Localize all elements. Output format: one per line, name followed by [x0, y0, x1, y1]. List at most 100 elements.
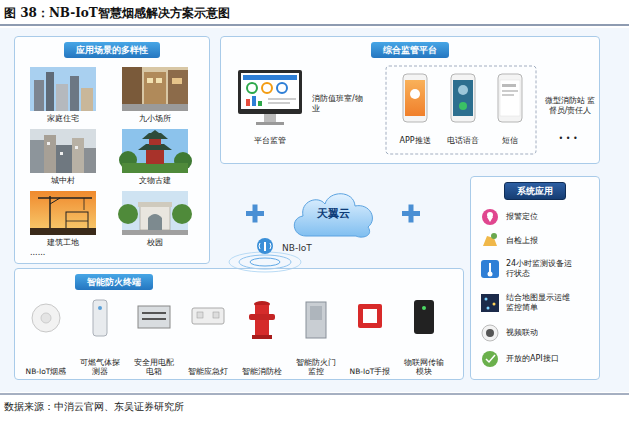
monitor-icon-part [258, 101, 262, 106]
photo-residence-part [56, 84, 68, 111]
phone-icons-part [403, 74, 427, 122]
panel-fill-part [14, 36, 210, 264]
scene-photo-tile: 九小场所 [116, 66, 194, 124]
node-label: 家庭住宅 [24, 113, 102, 124]
node-label: 物联网传输模块 [403, 358, 445, 376]
node-label: 建筑工地 [24, 237, 102, 248]
node-label: 智能消防栓 [241, 367, 283, 376]
node-label: 智能应急灯 [187, 367, 229, 376]
phone-icons-part [458, 85, 468, 95]
photo-residence-part [30, 67, 96, 111]
photo-shops-part [144, 72, 166, 104]
node-label: NB-IoT手报 [349, 367, 391, 376]
nbiot-antenna-part [259, 243, 271, 249]
monitor-icon-part [268, 98, 296, 100]
terminal-icons-part [142, 318, 166, 320]
node-label: 九小场所 [116, 113, 194, 124]
node-label: 文物古建 [116, 175, 194, 186]
photo-village-part [60, 152, 63, 155]
phone-box: 电话语音 [440, 70, 486, 146]
terminal-icons-part [98, 306, 102, 310]
figure-title: 图 38：NB-IoT智慧烟感解决方案示意图 [4, 5, 230, 22]
node-label: 校园 [116, 237, 194, 248]
panel-header: 系统应用 [504, 182, 566, 200]
node-label: 天翼云 [317, 206, 350, 221]
monitor-icon-part [247, 83, 257, 93]
phone-icons-part [405, 80, 425, 116]
node-label: 结合地图显示运维监控简单 [506, 293, 574, 313]
function-icons-part [486, 355, 495, 362]
duty-room-note: 消防值班室/物业 [312, 94, 370, 114]
panel-fill [14, 36, 600, 380]
photo-campus-part [118, 204, 138, 224]
node-label: 自检上报 [506, 236, 574, 246]
terminal-icons-part [192, 308, 224, 324]
photo-village [30, 129, 96, 173]
photo-shops [122, 67, 188, 111]
monitor-icon-part [241, 73, 299, 109]
phone-icons-part [453, 80, 473, 116]
photo-campus-part [172, 204, 192, 224]
function-icons-part [481, 294, 499, 312]
function-item: 24小时监测设备运行状态 [478, 254, 596, 284]
function-icons-part [485, 298, 488, 301]
photo-shops-part [168, 70, 188, 104]
terminal-item: 可燃气体探测器 [74, 296, 126, 376]
photo-campus-part [148, 214, 162, 230]
nbiot-antenna-part [229, 252, 301, 272]
panel-fill-part [470, 176, 600, 380]
scene-panel: 应用场景的多样性家庭住宅九小场所城中村文物古建建筑工地校园 [14, 36, 210, 264]
panel-header: 智能防火终端 [75, 274, 153, 290]
function-icons-part [493, 303, 496, 306]
terminal-item: 智能消防栓 [236, 296, 288, 376]
photo-construction-part [50, 198, 60, 204]
photo-construction-part [66, 221, 88, 222]
photo-village-part [84, 148, 96, 173]
photo-village-part [72, 138, 84, 173]
function-icons-part [489, 263, 491, 272]
phone-icons-part [500, 80, 520, 116]
node-label: 视频联动 [506, 328, 574, 338]
terminal-icons-part [358, 304, 382, 328]
node-label: 开放的API接口 [506, 354, 574, 364]
node-label: 24小时监测设备运行状态 [506, 259, 574, 279]
monitor-icon-part [268, 102, 290, 104]
terminal-item: 智能应急灯 [182, 296, 234, 376]
function-icons [481, 209, 499, 367]
function-icons-part [482, 351, 498, 367]
dashed-alert-frame-part [386, 66, 536, 154]
terminal-icons-part [32, 304, 60, 332]
source-caption: 数据来源：中消云官网、东吴证券研究所 [4, 400, 184, 414]
photo-pagoda-part [122, 129, 188, 173]
node-label: 电话语音 [440, 135, 486, 146]
cloud-path [294, 194, 372, 237]
node-label: 可燃气体探测器 [79, 358, 121, 376]
function-item: 开放的API接口 [478, 348, 596, 370]
scene-photo-tile: 城中村 [24, 128, 102, 186]
plus-sign-part [409, 205, 414, 223]
photo-construction-part [49, 196, 51, 230]
terminal-item: 物联网传输模块 [398, 296, 450, 376]
photo-construction-part [30, 228, 96, 235]
function-item: 结合地图显示运维监控简单 [478, 288, 596, 318]
monitor-icon-part [277, 83, 287, 93]
monitor-icon-part [264, 114, 276, 122]
monitor-box: 平台监管 [232, 66, 308, 146]
terminal-icons-part [249, 314, 275, 320]
function-icons-part [486, 329, 494, 337]
photo-village-part [30, 140, 44, 173]
terminal-icons-part [93, 300, 107, 336]
phone-icons [403, 74, 522, 122]
monitor-icon-part [256, 122, 284, 125]
platform-panel: 综合监管平台平台监管APP推送电话语音短信 [220, 36, 600, 164]
photo-residence-part [34, 80, 44, 111]
terminal-item: 智能防火门监控 [290, 296, 342, 376]
monitor-icon-part [262, 83, 272, 93]
terminal-icons-part [310, 306, 322, 320]
scene-photo-tile: 校园 [116, 190, 194, 248]
photo-shops-part [156, 78, 162, 83]
photo-campus-part [138, 202, 172, 207]
photo-residence-part [70, 76, 79, 111]
photo-village-part [30, 129, 96, 173]
